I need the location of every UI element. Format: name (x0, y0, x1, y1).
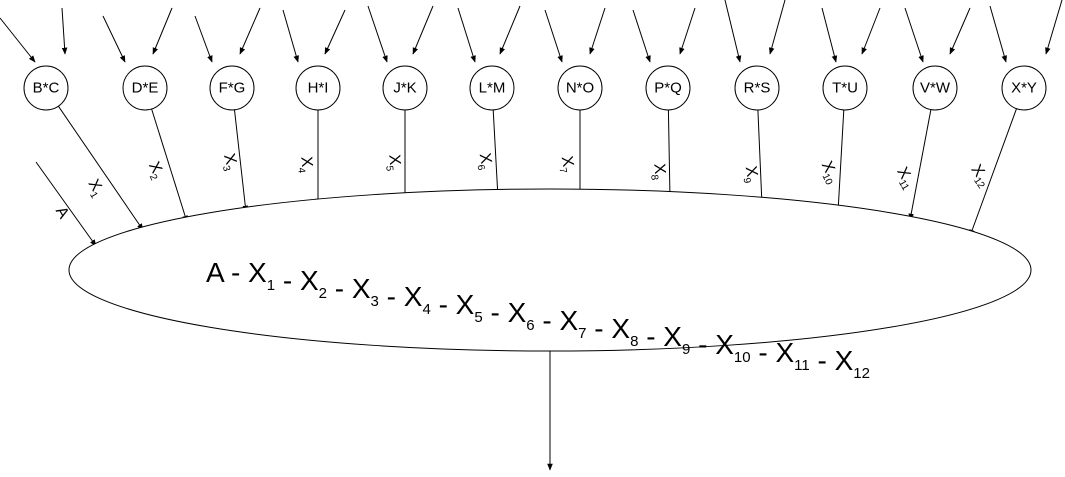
edge-label-x8: X8 (647, 163, 668, 181)
node-label: F*G (219, 80, 246, 97)
incoming-arrow (632, 9, 651, 63)
node-label: R*S (744, 80, 771, 97)
edge-label-x11: X11 (891, 164, 919, 193)
edge-label-x12: X12 (965, 162, 994, 192)
node-label: V*W (920, 80, 951, 97)
edge-lm-arrow (492, 109, 501, 199)
edge-a-arrow (35, 161, 97, 247)
node-label: L*M (479, 80, 506, 97)
incoming-arrow (499, 5, 521, 55)
node-label: D*E (132, 80, 159, 97)
incoming-arrow (412, 5, 434, 55)
node-fg: F*G (209, 65, 255, 111)
incoming-arrow (367, 5, 388, 63)
edge-label-x4: X4 (294, 156, 315, 174)
node-xy: X*Y (1001, 65, 1047, 111)
node-de: D*E (122, 65, 168, 111)
node-label: B*C (33, 80, 60, 97)
node-pq: P*Q (645, 65, 691, 111)
edge-label-x10: X10 (815, 159, 843, 188)
node-edges (35, 105, 1017, 247)
node-label: T*U (832, 80, 858, 97)
incoming-arrow (989, 5, 1007, 63)
node-label: X*Y (1011, 80, 1037, 97)
edge-label-x5: X5 (382, 154, 403, 172)
incoming-arrow (949, 7, 971, 55)
incoming-arrow (61, 7, 68, 55)
incoming-arrow (679, 7, 696, 55)
node-lm: L*M (469, 65, 515, 111)
edge-rs-arrow (757, 109, 765, 206)
edge-vw-arrow (908, 109, 932, 221)
edge-pq-arrow (667, 109, 673, 199)
node-label: H*I (308, 80, 329, 97)
node-circle (912, 65, 958, 111)
incoming-arrow (282, 9, 299, 63)
node-circle (734, 65, 780, 111)
edge-label-x2: X2 (142, 159, 167, 183)
incoming-arrow (768, 0, 786, 55)
node-bc: B*C (23, 65, 69, 111)
node-rs: R*S (734, 65, 780, 111)
incoming-arrow (457, 7, 476, 63)
edge-de-arrow (151, 108, 188, 223)
edge-bc-arrow (57, 105, 144, 231)
edge-fg-arrow (234, 109, 249, 213)
node-hi: H*I (295, 65, 341, 111)
edge-label-a: A (52, 204, 72, 222)
edge-label-x7: X7 (555, 155, 578, 175)
edge-tu-arrow (835, 109, 845, 213)
node-label: N*O (566, 80, 594, 97)
incoming-arrow (152, 7, 173, 55)
node-label: P*Q (654, 80, 682, 97)
edge-label-x9: X9 (739, 165, 762, 185)
node-circle (23, 65, 69, 111)
incoming-arrow (544, 9, 563, 63)
incoming-arrow (904, 7, 924, 63)
incoming-arrow (724, 0, 742, 63)
incoming-edges (0, 0, 1063, 63)
incoming-arrow (102, 15, 126, 63)
node-circle (209, 65, 255, 111)
node-vw: V*W (912, 65, 958, 111)
incoming-arrow (239, 7, 261, 55)
edge-label-x3: X3 (217, 152, 241, 173)
node-circle (295, 65, 341, 111)
node-circle (557, 65, 603, 111)
node-circle (382, 65, 428, 111)
node-circle (469, 65, 515, 111)
incoming-arrow (324, 9, 346, 55)
incoming-arrow (589, 7, 606, 55)
node-no: N*O (557, 65, 603, 111)
node-circle (1001, 65, 1047, 111)
edge-xy-arrow (969, 108, 1017, 237)
nodes: B*C D*E F*G H*I J*K L*M N*O P*Q R*S T*U V*W X*Y (23, 65, 1047, 111)
node-circle (822, 65, 868, 111)
node-circle (122, 65, 168, 111)
incoming-arrow (194, 15, 213, 63)
node-label: J*K (393, 80, 416, 97)
expression-text: A - X1 - X2 - X3 - X4 - X5 - X6 - X7 - X… (206, 257, 870, 382)
incoming-arrow (861, 7, 881, 55)
incoming-arrow (0, 17, 36, 63)
node-circle (645, 65, 691, 111)
edge-label-x1: X1 (82, 176, 108, 200)
node-tu: T*U (822, 65, 868, 111)
incoming-arrow (821, 7, 838, 63)
edge-label-x6: X6 (473, 152, 496, 172)
node-jk: J*K (382, 65, 428, 111)
incoming-arrow (1045, 0, 1063, 55)
